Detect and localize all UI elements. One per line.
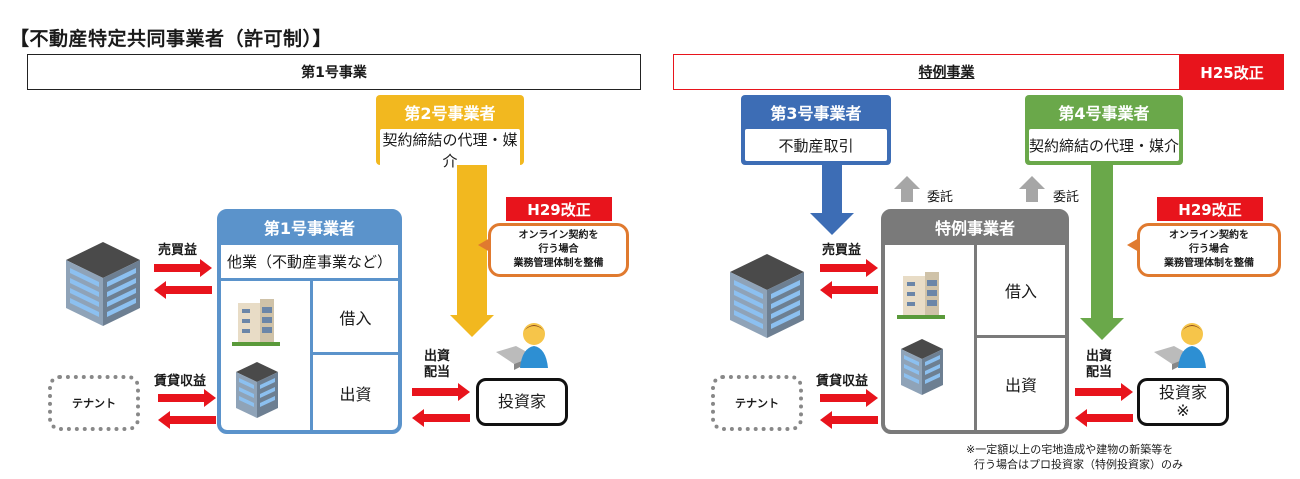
arrow-left-icon <box>820 411 878 429</box>
apartment-building-icon <box>897 272 945 319</box>
delegate-up-arrow-icon-1 <box>894 176 920 202</box>
arrow-left-icon <box>820 281 878 299</box>
dividend-label: 配当 <box>1086 365 1113 380</box>
operator3-arrow-shaft <box>822 165 842 215</box>
delegate-label-1: 委託 <box>927 190 954 205</box>
invest-dividend-arrows-right <box>1075 383 1133 427</box>
delegate-label-2: 委託 <box>1053 190 1080 205</box>
office-building-small-icon <box>901 339 943 395</box>
investor-label: 投資家 <box>497 392 546 411</box>
section-bar-type1: 第1号事業 <box>27 54 641 90</box>
rental-income-arrows-right <box>820 389 878 429</box>
amendment-badge-h29-left: H29改正 <box>506 197 612 221</box>
operator4-box: 第4号事業者 契約締結の代理・媒介 <box>1025 95 1183 165</box>
trade-profit-label-right: 売買益 <box>822 243 862 258</box>
footnote-line-1: ※一定額以上の宅地造成や建物の新築等を <box>966 443 1174 456</box>
operator2-arrow-head <box>450 315 494 337</box>
callout-pointer <box>1127 238 1139 252</box>
section-bar-special: 特例事業 <box>673 54 1180 90</box>
arrow-right-icon <box>154 259 212 277</box>
arrow-right-icon <box>820 259 878 277</box>
operator4-body: 契約締結の代理・媒介 <box>1029 129 1179 161</box>
callout-online-contract-left: オンライン契約を 行う場合 業務管理体制を整備 <box>488 223 629 277</box>
callout-online-contract-right: オンライン契約を 行う場合 業務管理体制を整備 <box>1137 223 1281 277</box>
investor-label: 投資家 <box>1158 383 1207 402</box>
operator4-title: 第4号事業者 <box>1058 104 1150 123</box>
operator3-body: 不動産取引 <box>745 129 887 161</box>
investor-person-icon <box>1154 323 1206 370</box>
operator2-body: 契約締結の代理・媒介 <box>380 129 520 171</box>
investment-cell: 出資 <box>313 355 398 430</box>
invest-dividend-label-left: 出資 配当 <box>424 349 450 381</box>
apartment-building-icon <box>232 299 280 346</box>
callout-line: 業務管理体制を整備 <box>1164 258 1254 269</box>
invest-label: 出資 <box>424 349 451 364</box>
operator3-arrow-head <box>810 213 854 235</box>
arrow-left-icon <box>158 411 216 429</box>
invest-dividend-label-right: 出資 配当 <box>1086 349 1112 381</box>
callout-line: 行う場合 <box>1189 244 1229 255</box>
borrow-cell: 借入 <box>977 245 1065 335</box>
invest-label: 出資 <box>1086 349 1113 364</box>
borrow-cell: 借入 <box>313 281 398 352</box>
section-label-special: 特例事業 <box>918 65 975 81</box>
callout-pointer <box>478 238 490 252</box>
rental-income-label-left: 賃貸収益 <box>154 374 207 389</box>
operator4-arrow-head <box>1080 318 1124 340</box>
callout-line: 業務管理体制を整備 <box>513 258 604 269</box>
callout-line: オンライン契約を <box>1169 230 1249 241</box>
amendment-badge-h29-right: H29改正 <box>1157 197 1263 221</box>
trade-profit-arrows-left <box>154 259 212 299</box>
office-building-icon <box>66 242 140 326</box>
arrow-right-icon <box>1075 383 1133 401</box>
invest-dividend-arrows-left <box>412 383 470 427</box>
trade-profit-label-left: 売買益 <box>158 243 198 258</box>
arrow-left-icon <box>1075 409 1133 427</box>
footnote: ※一定額以上の宅地造成や建物の新築等を 行う場合はプロ投資家（特例投資家）のみ <box>966 442 1183 472</box>
amendment-badge-h25: H25改正 <box>1180 54 1284 90</box>
operator3-box: 第3号事業者 不動産取引 <box>741 95 891 165</box>
page-title: 【不動産特定共同事業者（許可制）】 <box>10 28 333 50</box>
rental-income-label-right: 賃貸収益 <box>816 374 869 389</box>
investor-person-icon <box>496 323 548 370</box>
operator2-box: 第2号事業者 契約締結の代理・媒介 <box>376 95 524 171</box>
arrow-right-icon <box>158 389 216 407</box>
dividend-label: 配当 <box>424 365 451 380</box>
office-building-small-icon <box>236 362 278 418</box>
arrow-left-icon <box>154 281 212 299</box>
tenant-box-left: テナント <box>48 375 140 431</box>
rental-income-arrows-left <box>158 389 216 429</box>
office-building-icon <box>730 254 804 338</box>
trade-profit-arrows-right <box>820 259 878 299</box>
special-operator-main-box: 特例事業者 借入 出資 <box>881 209 1069 434</box>
special-operator-title: 特例事業者 <box>885 213 1065 245</box>
callout-line: オンライン契約を <box>518 230 599 241</box>
callout-line: 行う場合 <box>538 244 579 255</box>
other-business-cell: 他業（不動産事業など） <box>221 245 398 278</box>
operator4-arrow-shaft <box>1091 165 1113 320</box>
operator2-title: 第2号事業者 <box>380 99 520 129</box>
delegate-up-arrow-icon-2 <box>1019 176 1045 202</box>
investor-box-right: 投資家 ※ <box>1137 378 1229 426</box>
footnote-line-2: 行う場合はプロ投資家（特例投資家）のみ <box>974 458 1183 471</box>
arrow-left-icon <box>412 409 470 427</box>
operator3-title: 第3号事業者 <box>770 104 862 123</box>
investment-cell: 出資 <box>977 338 1065 430</box>
investor-box-left: 投資家 <box>476 378 568 426</box>
arrow-right-icon <box>820 389 878 407</box>
operator1-title: 第1号事業者 <box>221 213 398 245</box>
arrow-right-icon <box>412 383 470 401</box>
tenant-box-right: テナント <box>711 375 803 431</box>
investor-footnote-mark: ※ <box>1176 401 1190 420</box>
section-label-type1: 第1号事業 <box>301 65 367 81</box>
